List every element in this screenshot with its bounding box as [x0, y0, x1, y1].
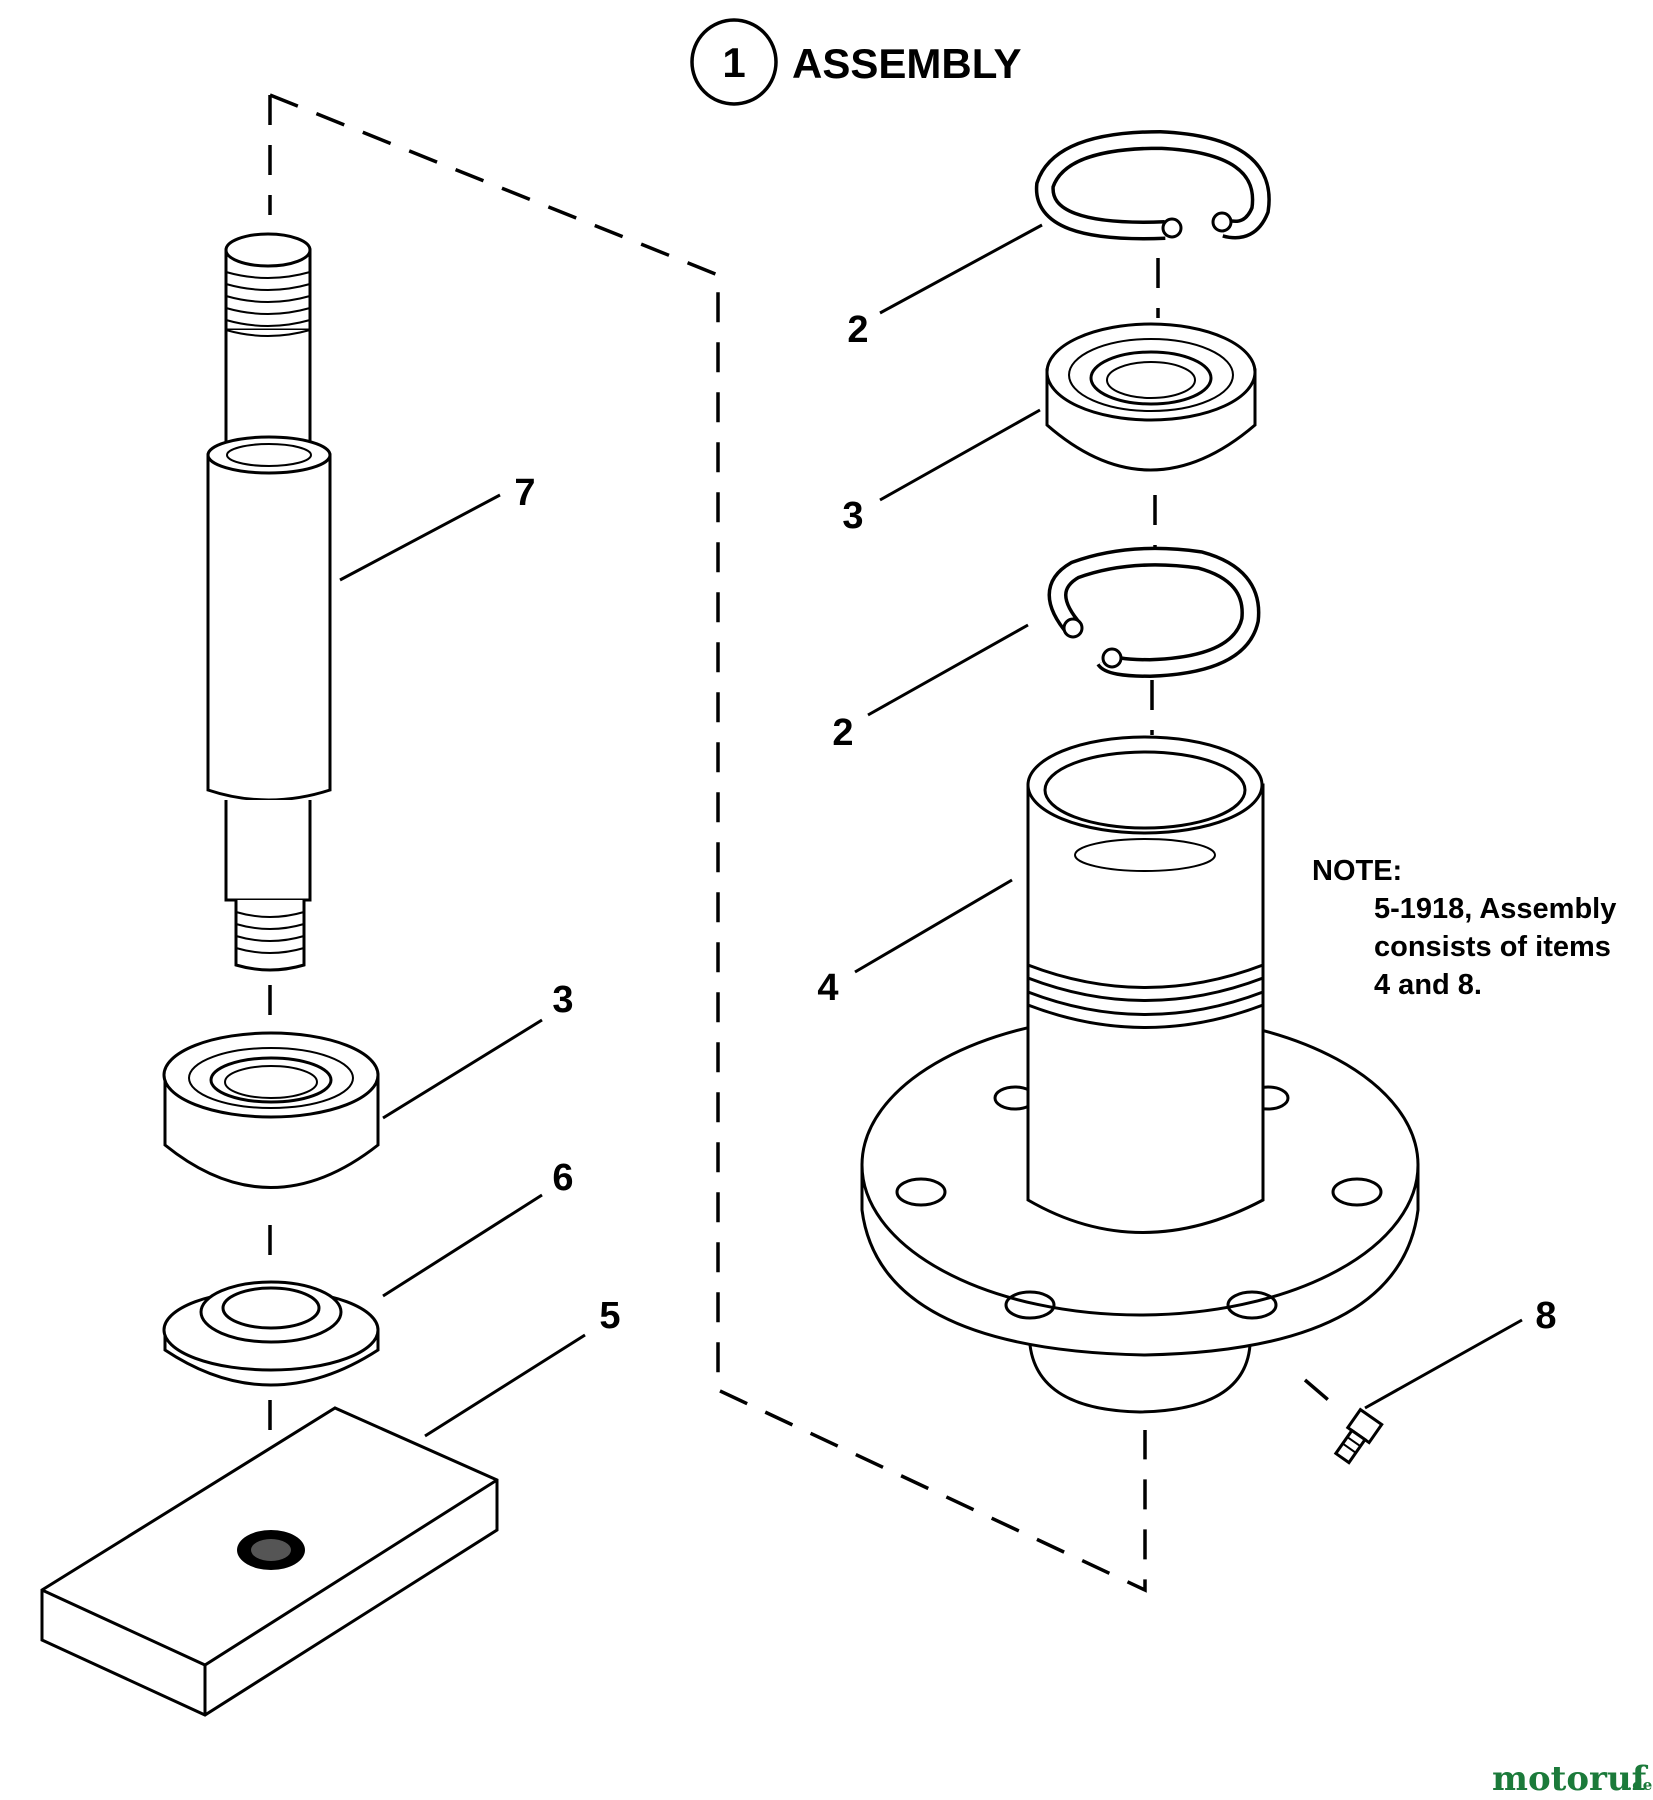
ring-upper-eyelet-left: [1161, 217, 1183, 239]
title-badge-number: 1: [722, 39, 745, 86]
watermark-suffix: .de: [1627, 1776, 1652, 1794]
callout-numbers: 2 3 2 4 7 3 6 5 8: [514, 309, 1556, 1337]
spindle-shaft: [206, 232, 332, 972]
spacer-bore: [221, 1286, 321, 1330]
callout-item-2-upper: 2: [847, 309, 868, 351]
spacer-collar: [199, 1280, 343, 1344]
callout-item-3-left: 3: [552, 979, 573, 1021]
leader-item-5: [424, 1333, 586, 1438]
shaft-main-body: [206, 453, 332, 802]
shaft-top-thread-lines: [225, 271, 311, 327]
bearing-left: [162, 1031, 380, 1189]
title-badge: 1 ASSEMBLY: [690, 18, 1022, 106]
flange-hole: [1226, 1290, 1278, 1320]
ring-lower-eyelet-right: [1101, 647, 1123, 669]
callout-item-3-upper: 3: [842, 495, 863, 537]
housing-bottom-boss: [1028, 1344, 1252, 1414]
spacer-washer: [162, 1280, 380, 1387]
title-badge-circle: [690, 18, 778, 106]
housing-groove: [1027, 963, 1264, 989]
grease-fitting-guide: [1303, 1378, 1342, 1412]
shaft-bottom-thread: [234, 900, 306, 972]
callout-item-8: 8: [1535, 1295, 1556, 1337]
spindle-housing: [860, 735, 1420, 1414]
flange-hole: [1331, 1177, 1383, 1207]
leader-item-2-lower: [867, 623, 1029, 717]
callout-item-2-lower: 2: [832, 712, 853, 754]
callout-item-4: 4: [817, 967, 838, 1009]
watermark-logo: motoruf .de: [1492, 1759, 1652, 1799]
callout-item-5: 5: [599, 1295, 620, 1337]
shaft-shoulder: [206, 435, 332, 475]
mounting-block: [40, 1406, 499, 1717]
note-line-1: 5-1918, Assembly: [1374, 893, 1616, 925]
retaining-ring-lower: [1047, 546, 1261, 679]
assembly-note: NOTE: 5-1918, Assembly consists of items…: [1312, 855, 1616, 1001]
note-heading: NOTE:: [1312, 855, 1402, 887]
callout-item-7: 7: [514, 472, 535, 514]
note-line-3: 4 and 8.: [1374, 969, 1482, 1001]
leader-item-7: [339, 493, 501, 582]
leader-item-3-left: [382, 1018, 543, 1120]
retaining-ring-upper: [1034, 129, 1271, 241]
callout-item-6: 6: [552, 1157, 573, 1199]
leader-item-3-upper: [879, 408, 1041, 502]
page-title: ASSEMBLY: [792, 40, 1022, 87]
housing-top-rim: [1026, 735, 1264, 835]
shaft-bottom-thread-lines: [235, 911, 305, 954]
ring-upper-eyelet-right: [1211, 211, 1233, 233]
bearing-left-top: [162, 1031, 380, 1119]
note-line-2: consists of items: [1374, 931, 1611, 963]
flange-hole: [895, 1177, 947, 1207]
fitting-thread: [1333, 1428, 1368, 1465]
housing-inner-bearing-seat: [1074, 838, 1216, 872]
flange-hole: [1004, 1290, 1056, 1320]
assembly-boundary-dashed-line: [269, 93, 1147, 1593]
leader-lines: [339, 223, 1523, 1438]
bearing-right: [1045, 322, 1257, 472]
leader-item-2-upper: [879, 223, 1043, 315]
leader-item-6: [382, 1193, 543, 1298]
watermark-brand: motoruf: [1492, 1759, 1649, 1799]
shaft-top-end: [224, 232, 312, 268]
grease-fitting: [1333, 1407, 1384, 1465]
shaft-lower-neck: [224, 800, 312, 902]
leader-item-8: [1364, 1318, 1523, 1410]
housing-tube: [1026, 783, 1265, 1234]
ring-lower-eyelet-left: [1062, 617, 1084, 639]
leader-item-4: [854, 878, 1013, 974]
